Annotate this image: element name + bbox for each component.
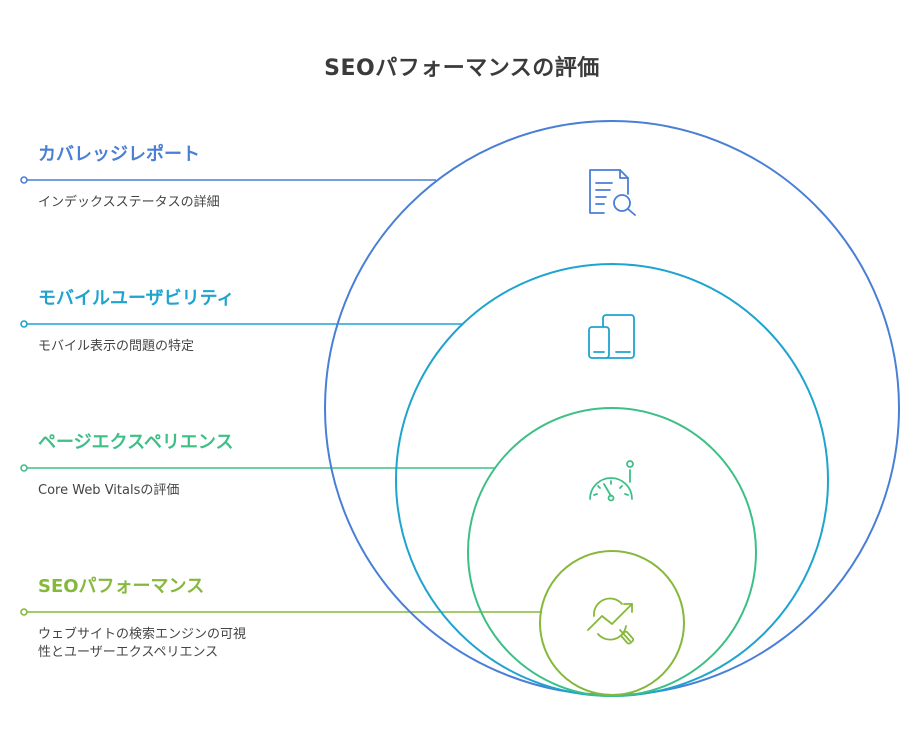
- circle-seo: [539, 550, 685, 696]
- level-coverage-description: インデックスステータスの詳細: [38, 195, 220, 210]
- circle-mobile: [395, 263, 829, 697]
- speedometer-icon: [589, 460, 634, 502]
- level-seo-description: ウェブサイトの検索エンジンの可視 性とユーザーエクスペリエンス: [38, 627, 247, 660]
- connector-page-experience: [20, 464, 496, 472]
- mobile-tablet-icon: [588, 314, 635, 359]
- level-coverage-title: カバレッジレポート: [38, 144, 200, 165]
- level-page-experience: ページエクスペリエンス Core Web Vitalsの評価: [38, 431, 338, 498]
- page-title: SEOパフォーマンスの評価: [324, 56, 600, 81]
- connector-mobile: [20, 320, 462, 328]
- level-coverage: カバレッジレポート インデックスステータスの詳細: [38, 143, 338, 210]
- level-page-experience-description: Core Web Vitalsの評価: [38, 483, 180, 498]
- document-search-icon: [589, 169, 636, 216]
- connector-seo: [20, 608, 542, 616]
- level-mobile: モバイルユーザビリティ モバイル表示の問題の特定: [38, 287, 338, 354]
- level-seo-title: SEOパフォーマンス: [38, 576, 205, 597]
- level-mobile-title: モバイルユーザビリティ: [38, 288, 235, 309]
- growth-search-icon: [587, 597, 635, 645]
- level-mobile-description: モバイル表示の問題の特定: [38, 339, 195, 354]
- level-seo: SEOパフォーマンス ウェブサイトの検索エンジンの可視 性とユーザーエクスペリエ…: [38, 575, 338, 660]
- connector-coverage: [20, 176, 436, 184]
- level-page-experience-title: ページエクスペリエンス: [38, 432, 234, 453]
